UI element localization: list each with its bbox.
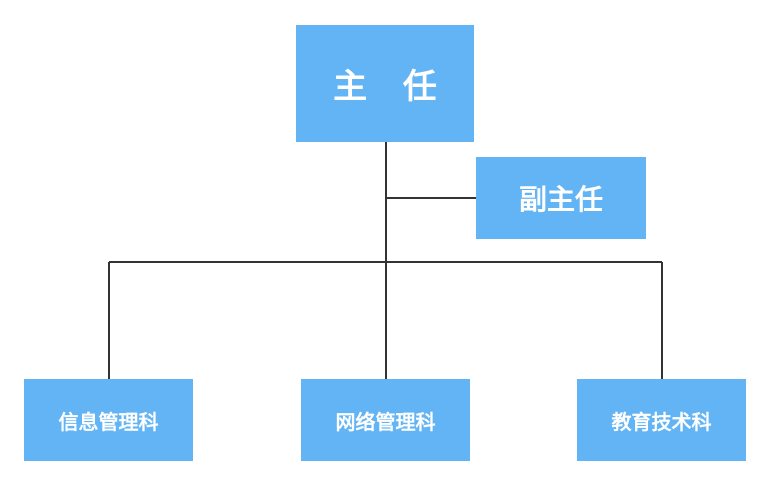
department-label: 教育技术科 bbox=[611, 409, 712, 434]
deputy-director-box: 副主任 bbox=[476, 157, 646, 239]
department-label: 网络管理科 bbox=[335, 409, 436, 434]
director-box: 主 任 bbox=[296, 25, 474, 142]
department-box-information-management: 信息管理科 bbox=[24, 379, 193, 461]
deputy-director-label: 副主任 bbox=[518, 183, 603, 216]
department-box-educational-technology: 教育技术科 bbox=[577, 379, 746, 461]
director-label: 主 任 bbox=[333, 67, 449, 107]
department-label: 信息管理科 bbox=[58, 409, 159, 434]
department-box-network-management: 网络管理科 bbox=[301, 379, 470, 461]
